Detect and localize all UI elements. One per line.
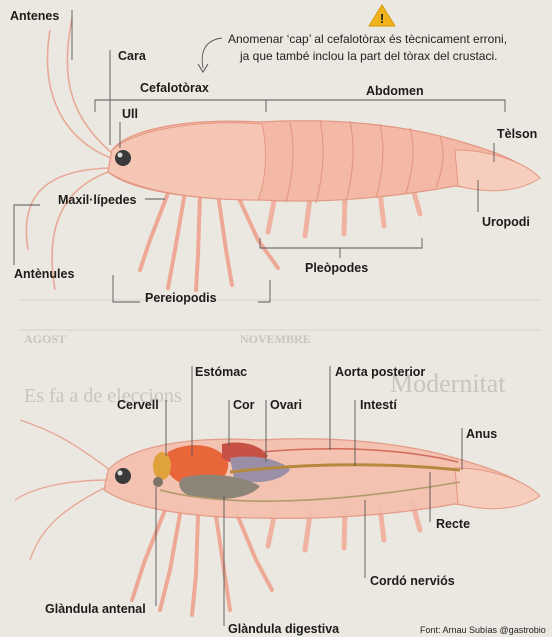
label-intesti: Intestí xyxy=(360,398,397,412)
organ-brain xyxy=(153,452,171,480)
label-abdomen: Abdomen xyxy=(366,84,424,98)
bracket-cefalotorax-abdomen xyxy=(95,100,505,112)
label-telson: Tèlson xyxy=(497,127,537,141)
pereiopods xyxy=(140,188,278,290)
tail-fan xyxy=(455,150,540,191)
label-ull: Ull xyxy=(122,107,138,121)
label-uropodi: Uropodi xyxy=(482,215,530,229)
organ-antennal-gland xyxy=(153,477,163,487)
warning-triangle-icon: ! xyxy=(369,5,395,26)
note-line1: Anomenar ‘cap’ al cefalotòrax és tècnica… xyxy=(228,32,507,46)
label-estomac: Estómac xyxy=(195,365,247,379)
note-line2: ja que també inclou la part del tòrax de… xyxy=(239,49,497,63)
svg-text:!: ! xyxy=(380,11,384,26)
bracket-pleopodes xyxy=(260,238,422,258)
carapace xyxy=(108,123,265,200)
label-cara: Cara xyxy=(118,49,147,63)
label-anus: Anus xyxy=(466,427,497,441)
label-glandula-digestiva: Glàndula digestiva xyxy=(228,622,340,636)
label-antenules: Antènules xyxy=(14,267,74,281)
label-cefalotorax: Cefalotòrax xyxy=(140,81,209,95)
bg-headline-novembre: NOVEMBRE xyxy=(240,332,311,346)
bg-headline-agost: AGOST xyxy=(24,332,66,346)
source-credit: Font: Arnau Subías @gastrobio xyxy=(420,625,546,635)
label-pleopodes: Pleòpodes xyxy=(305,261,368,275)
label-antenes: Antenes xyxy=(10,9,59,23)
label-ovari: Ovari xyxy=(270,398,302,412)
label-maxilipedes: Maxil·lípedes xyxy=(58,193,137,207)
prawn-eye xyxy=(115,150,131,166)
label-recte: Recte xyxy=(436,517,470,531)
label-cervell: Cervell xyxy=(117,398,159,412)
label-cordo-nervios: Cordó nerviós xyxy=(370,574,455,588)
label-pereiopodis: Pereiopodis xyxy=(145,291,217,305)
note-arrow xyxy=(202,38,222,68)
label-glandula-antenal: Glàndula antenal xyxy=(45,602,146,616)
background-newspaper: AGOST NOVEMBRE Modernitat Es fa a de ele… xyxy=(20,300,540,407)
label-cor: Cor xyxy=(233,398,255,412)
label-aorta-posterior: Aorta posterior xyxy=(335,365,425,379)
